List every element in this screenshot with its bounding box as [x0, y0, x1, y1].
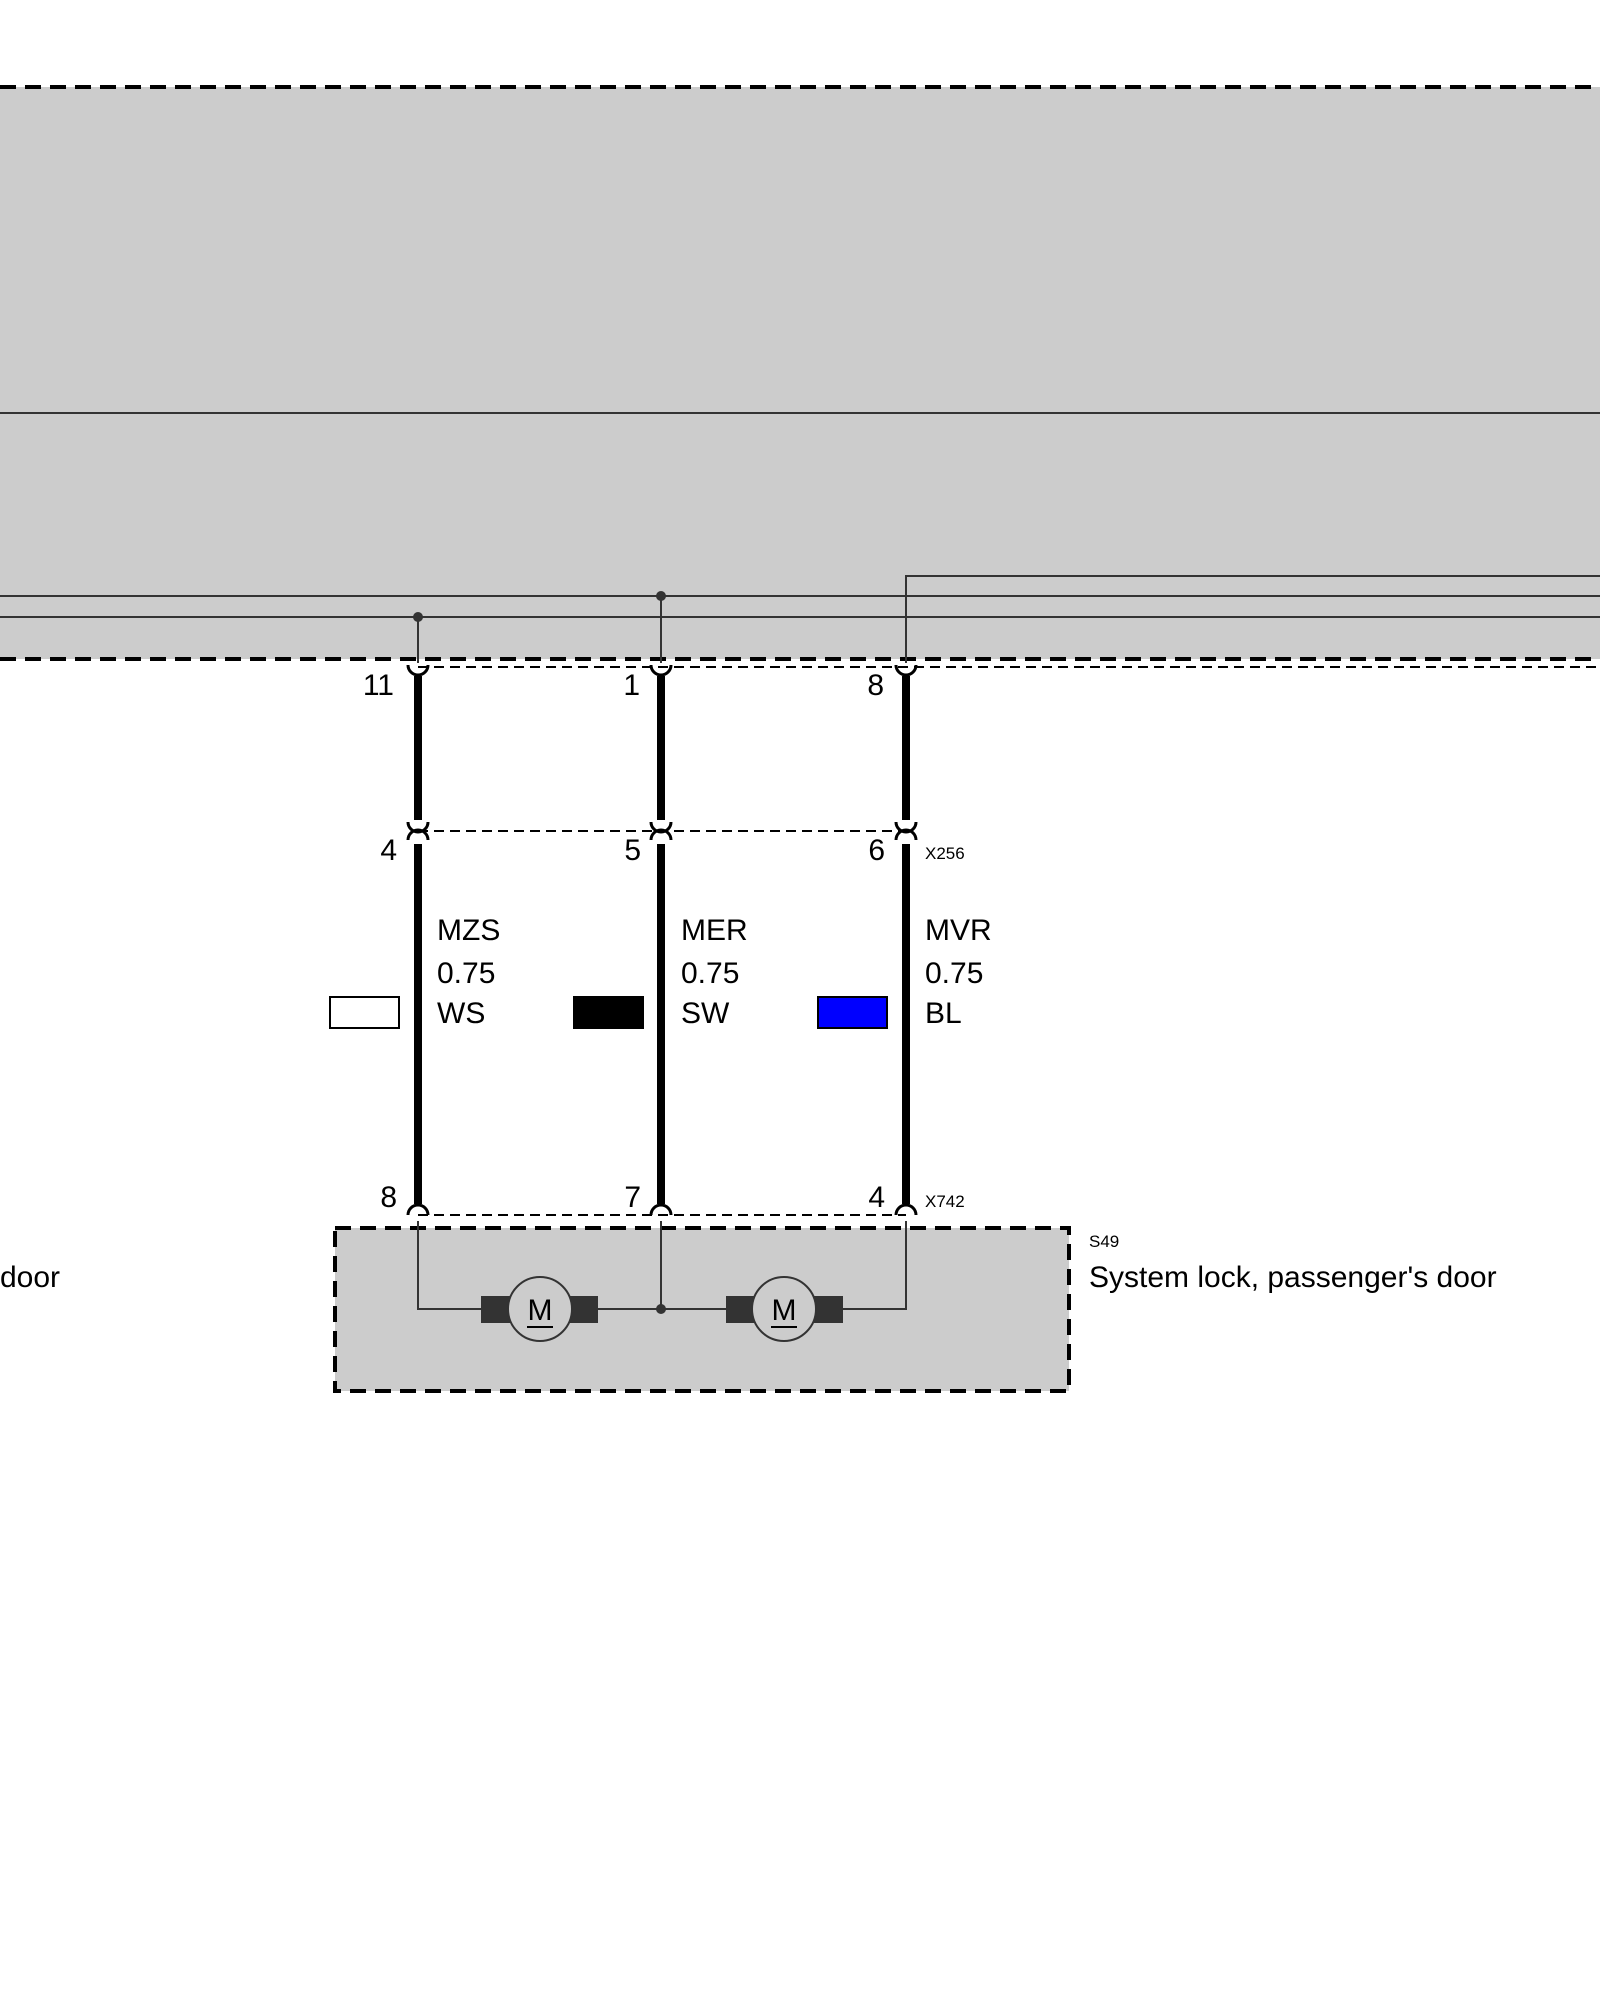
wire-size: 0.75 [681, 957, 739, 990]
component-s49-id: S49 [1089, 1232, 1119, 1251]
pin-socket [894, 821, 918, 834]
junction-dot [413, 612, 423, 622]
pin-socket [649, 821, 673, 834]
pin-number: 4 [380, 834, 397, 867]
pin-number: 11 [363, 669, 394, 702]
wire-signal: MZS [437, 914, 500, 947]
pin-socket [406, 664, 430, 677]
pin-socket [406, 821, 430, 834]
motor-icon [507, 1276, 573, 1342]
wire-color-swatch [817, 996, 888, 1029]
connector-x742: 8 7 4 X742 [380, 1181, 965, 1216]
control-module [0, 85, 1600, 663]
internal-trace-3 [905, 575, 1600, 663]
pin-plug [406, 828, 430, 841]
wire-label-mvr: MVR 0.75 BL [817, 914, 992, 1030]
motor-symbol: M [772, 1294, 797, 1327]
pin-number: 5 [624, 834, 641, 867]
upper-connector: 11 1 8 [363, 664, 1600, 702]
pin-plug [894, 1203, 918, 1216]
pin-plug [894, 828, 918, 841]
wire-color-swatch [573, 996, 644, 1029]
wire-color-code: BL [925, 997, 962, 1030]
connector-x742-id: X742 [925, 1192, 965, 1211]
pin-number: 6 [868, 834, 885, 867]
junction-dot [656, 591, 666, 601]
wire-size: 0.75 [925, 957, 983, 990]
pin-number: 8 [380, 1181, 397, 1214]
motor-1: M [481, 1276, 598, 1342]
pin-plug [649, 828, 673, 841]
wire-color-code: SW [681, 997, 730, 1030]
wire-size: 0.75 [437, 957, 495, 990]
wire-label-mzs: MZS 0.75 WS [329, 914, 500, 1030]
motor-icon [751, 1276, 817, 1342]
connector-x256-id: X256 [925, 844, 965, 863]
wire-signal: MVR [925, 914, 992, 947]
wire-label-mer: MER 0.75 SW [573, 914, 748, 1030]
motor-brush [481, 1296, 512, 1323]
component-s49: M M S49 System lock, passenger's door [333, 1221, 1497, 1393]
pin-number: 8 [867, 669, 884, 702]
junction-dot [656, 1304, 666, 1314]
wire-lower-segments [414, 844, 910, 1204]
wire-upper-segments [414, 676, 910, 820]
component-s49-label: System lock, passenger's door [1089, 1261, 1497, 1294]
connector-x256: 4 5 6 X256 [380, 821, 965, 867]
control-module-body [0, 87, 1600, 659]
pin-number: 1 [623, 669, 640, 702]
motor-brush [812, 1296, 843, 1323]
wire-signal: MER [681, 914, 748, 947]
pin-plug [406, 1203, 430, 1216]
motor-2: M [726, 1276, 843, 1342]
pin-number: 4 [868, 1181, 885, 1214]
motor-symbol: M [528, 1294, 553, 1327]
wire-color-swatch [329, 996, 400, 1029]
pin-plug [649, 1203, 673, 1216]
wire-color-code: WS [437, 997, 485, 1030]
pin-socket [649, 664, 673, 677]
pin-number: 7 [624, 1181, 641, 1214]
pin-socket [894, 664, 918, 677]
left-component-label-fragment: door [0, 1261, 60, 1294]
